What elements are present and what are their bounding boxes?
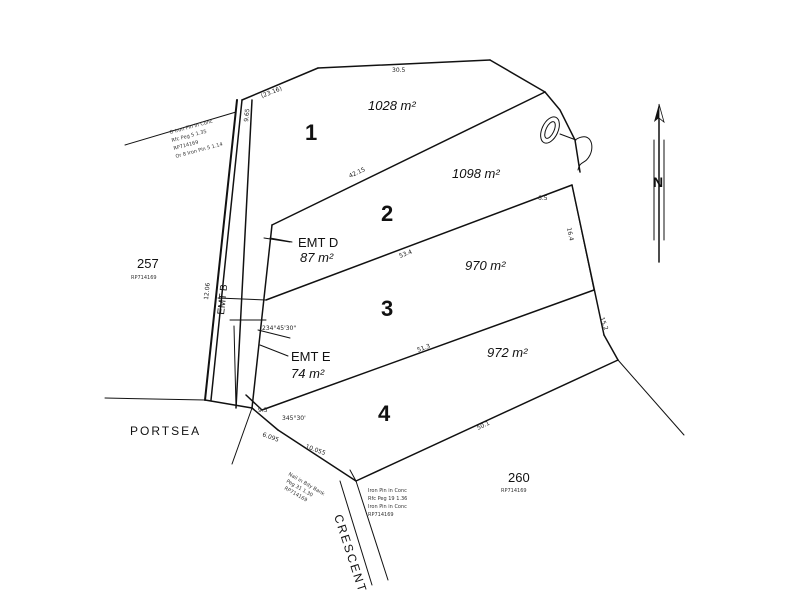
dim-lot1-2: 42.15 bbox=[348, 166, 367, 180]
road-portsea: PORTSEA bbox=[130, 424, 201, 438]
dim-crescent-seg: 6.095 bbox=[261, 431, 280, 444]
lot-2-area: 1098 m² bbox=[452, 166, 500, 181]
lot-3-number: 3 bbox=[381, 296, 393, 321]
note-nw-corner: O Iron Pin in Conc Rfc Peg 5 1.35 RP7141… bbox=[169, 119, 223, 160]
dim-west-street: 12.06 bbox=[203, 282, 212, 300]
easement-e-area: 74 m² bbox=[291, 366, 325, 381]
dim-top-boundary: 30.5 bbox=[392, 67, 406, 74]
note-sw-corner: Nail in Bdy Bank Peg 31 1.30 RP714169 bbox=[283, 472, 326, 504]
adjoining-lines bbox=[104, 111, 593, 586]
north-label: N bbox=[653, 174, 663, 190]
dim-corner-b: 6.5 bbox=[538, 195, 548, 202]
road-crescent: CRESCENT bbox=[331, 513, 370, 595]
easement-e-label: EMT E bbox=[291, 349, 331, 364]
lot-3-area: 970 m² bbox=[465, 258, 506, 273]
adjoining-lot-260-plan: RP714169 bbox=[501, 488, 527, 494]
adjoining-lot-257-plan: RP714169 bbox=[131, 275, 157, 281]
svg-text:RP714169: RP714169 bbox=[368, 512, 394, 518]
lot-1-number: 1 bbox=[305, 120, 317, 145]
note-se-corner: Iron Pin in Conc Rfc Peg 19 1.36 Iron Pi… bbox=[368, 488, 407, 518]
easement-d-area: 87 m² bbox=[300, 250, 334, 265]
tree-icon bbox=[540, 116, 577, 144]
dim-lot3-4: 51.3 bbox=[416, 343, 431, 354]
dim-lot1-west: 9.65 bbox=[243, 108, 251, 122]
dim-corner-a: 9.5 bbox=[258, 407, 268, 414]
svg-text:Iron Pin in Conc: Iron Pin in Conc bbox=[368, 488, 407, 494]
easement-d-label: EMT D bbox=[298, 235, 338, 250]
adjoining-lot-260: 260 bbox=[508, 470, 530, 485]
dim-bearing-b: 345°30' bbox=[282, 415, 306, 422]
easement-lines bbox=[217, 237, 291, 409]
lot-4-number: 4 bbox=[378, 401, 391, 426]
lot-4-area: 972 m² bbox=[487, 345, 528, 360]
dim-lot4-south: 50.1 bbox=[476, 420, 491, 432]
outer-boundary bbox=[204, 59, 685, 482]
lot-1-area: 1028 m² bbox=[368, 98, 416, 113]
lot-division-lines bbox=[235, 91, 595, 411]
dim-bearing-a: 234°45'30" bbox=[262, 325, 296, 332]
svg-text:Rfc Peg 19 1.36: Rfc Peg 19 1.36 bbox=[368, 496, 407, 502]
north-arrow-icon bbox=[653, 103, 665, 263]
svg-text:Iron Pin in Conc: Iron Pin in Conc bbox=[368, 504, 407, 510]
dim-lot2-3: 53.4 bbox=[398, 248, 413, 259]
dim-east-b: 15.2 bbox=[598, 316, 609, 331]
adjoining-lot-257: 257 bbox=[137, 256, 159, 271]
lot-2-number: 2 bbox=[381, 201, 393, 226]
easement-b-label: EMT B bbox=[216, 284, 230, 316]
dim-east-a: 16.4 bbox=[565, 227, 575, 242]
